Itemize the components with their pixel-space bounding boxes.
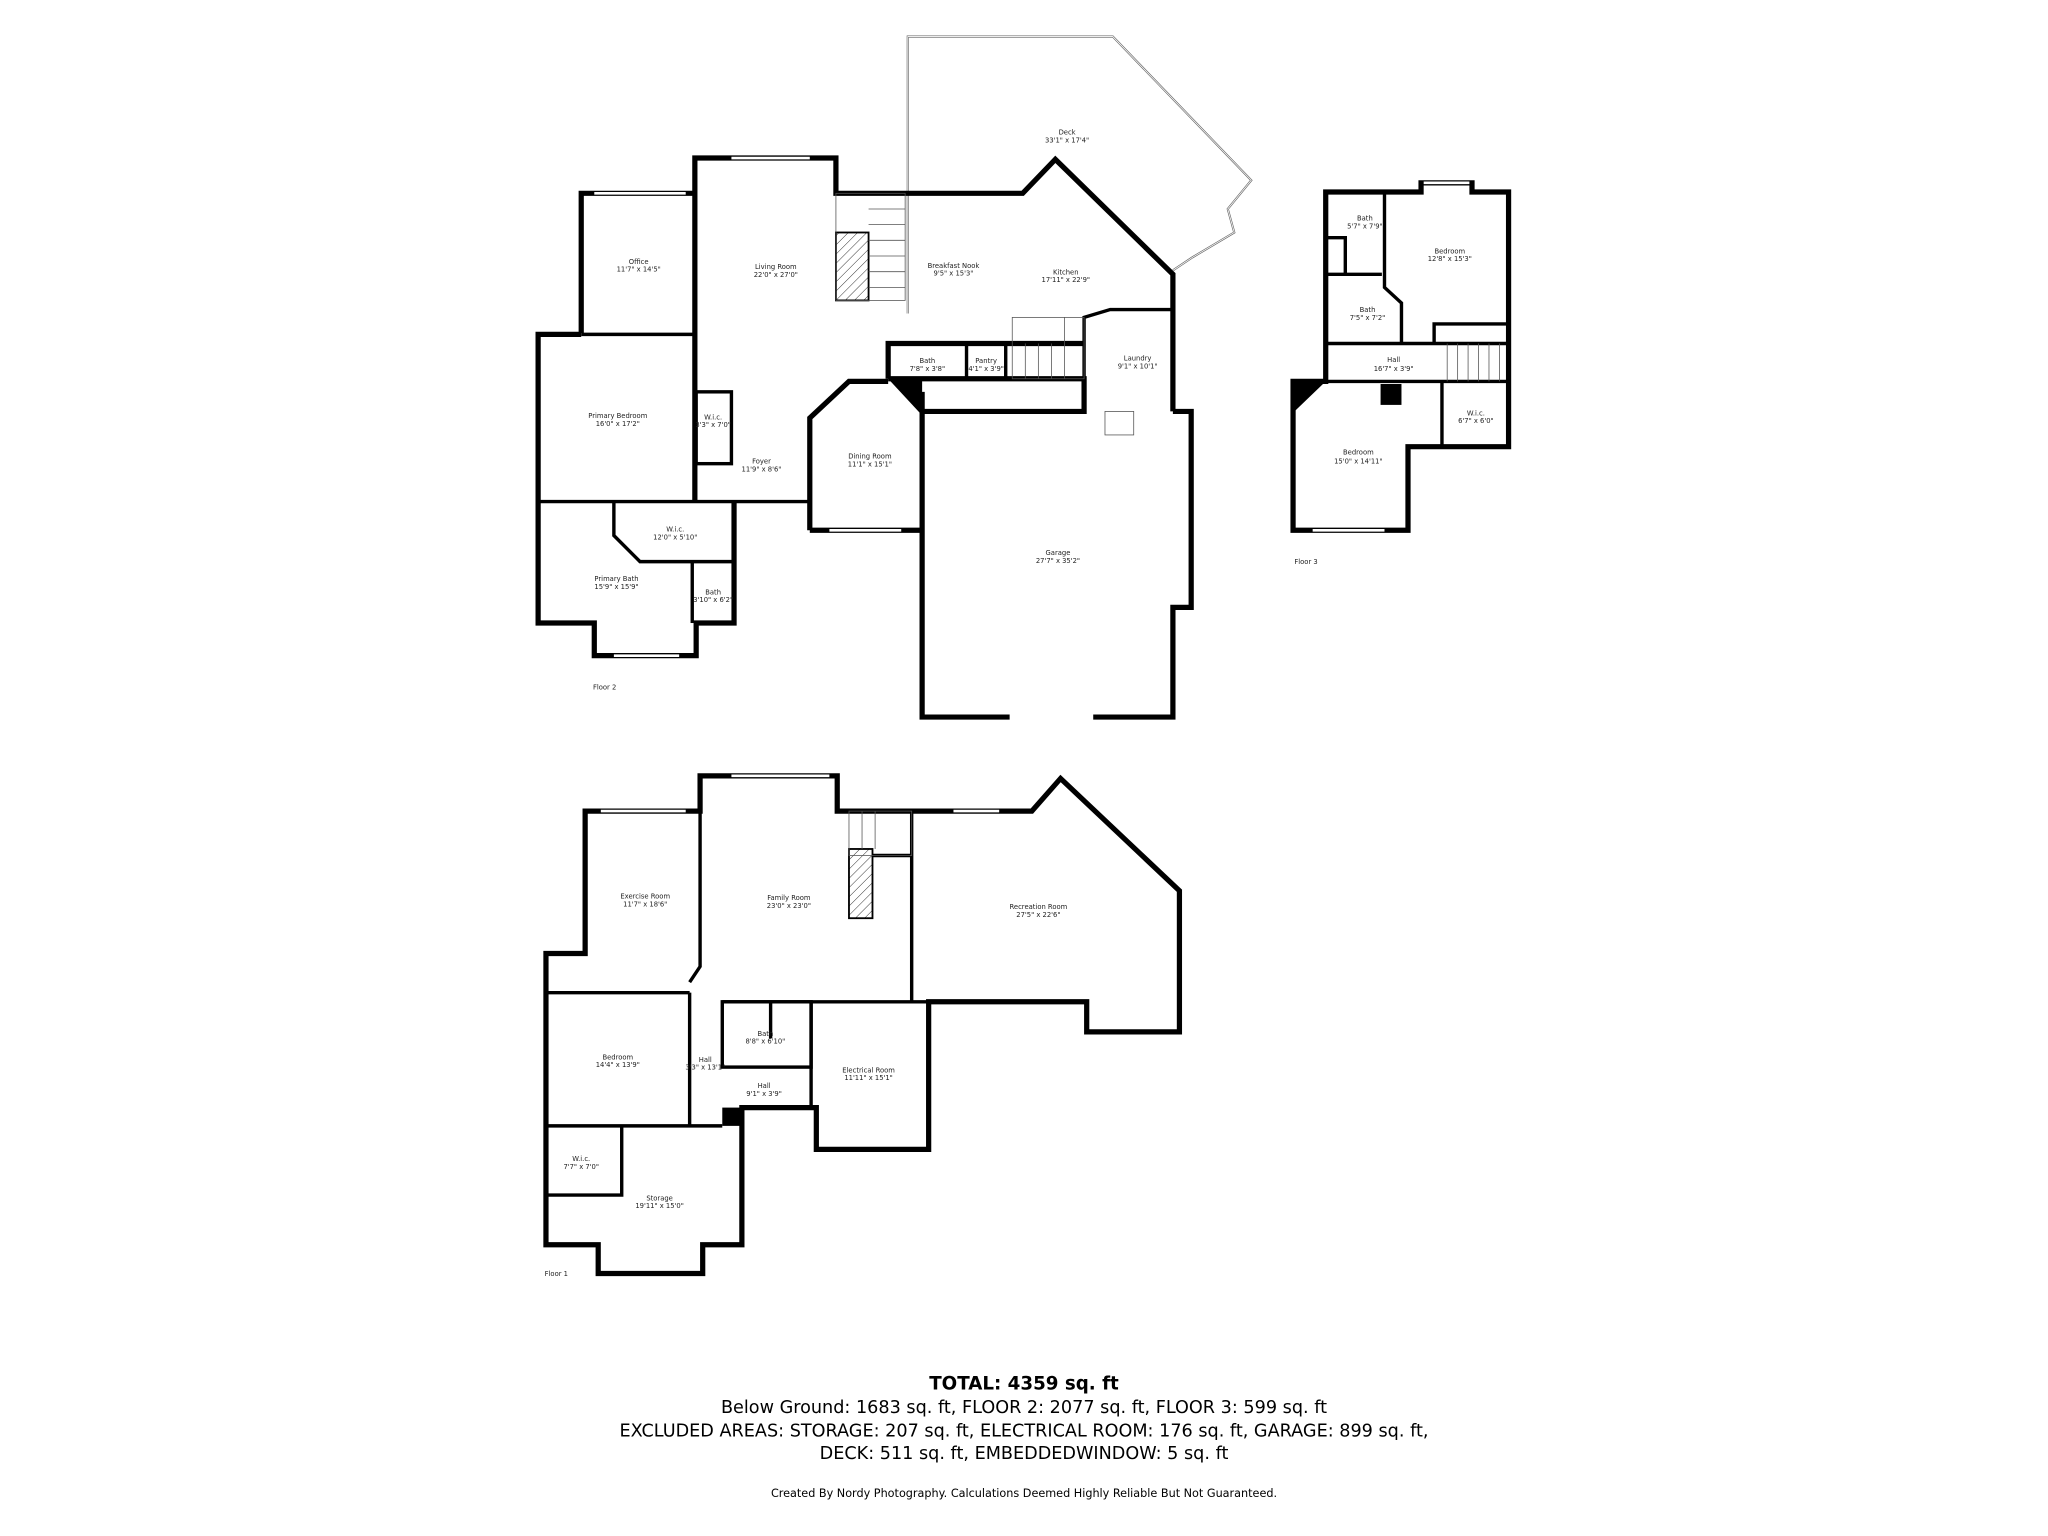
room-dims: 9'1" x 3'9" <box>746 1090 782 1098</box>
stairs <box>1446 343 1500 382</box>
room-dims: 11'9" x 8'6" <box>742 466 782 474</box>
room-name: Bath <box>1357 215 1373 223</box>
room-name: W.i.c. <box>704 413 722 421</box>
floor-1-plan: Exercise Room 11'7" x 18'6" Family Room … <box>543 773 1183 1278</box>
room-name: Bedroom <box>602 1053 633 1061</box>
room-dims: 27'5" x 22'6" <box>1016 911 1060 919</box>
room-dims: 6'7" x 6'0" <box>1458 417 1494 425</box>
room-name: Primary Bath <box>594 575 638 583</box>
room-name: Hall <box>1387 356 1400 364</box>
room-dims: 3'3" x 13'1" <box>685 1064 725 1072</box>
room-dims: 9'5" x 15'3" <box>934 270 974 278</box>
floor-3-plan: Bath 5'7" x 7'9" Bedroom 12'8" x 15'3" B… <box>1290 180 1512 566</box>
room-name: Dining Room <box>848 452 892 460</box>
excluded-areas: EXCLUDED AREAS: STORAGE: 207 sq. ft, ELE… <box>620 1422 1429 1442</box>
room-name: Garage <box>1046 549 1071 557</box>
room-dims: 3'3" x 7'0" <box>695 421 731 429</box>
room-name: Breakfast Nook <box>928 262 980 270</box>
room-name: Bath <box>758 1030 774 1038</box>
room-name: Hall <box>758 1082 771 1090</box>
room-dims: 14'4" x 13'9" <box>596 1061 640 1069</box>
room-dims: 11'7" x 14'5" <box>617 266 661 274</box>
excluded-areas-cont: DECK: 511 sq. ft, EMBEDDEDWINDOW: 5 sq. … <box>820 1444 1229 1464</box>
room-name: Pantry <box>975 357 997 365</box>
room-dims: 12'0" x 5'10" <box>653 533 697 541</box>
room-dims: 27'7" x 35'2" <box>1036 557 1080 565</box>
room-name: Storage <box>646 1194 673 1202</box>
room-dims: 11'11" x 15'1" <box>844 1074 893 1082</box>
stairs <box>848 810 913 856</box>
room-dims: 16'7" x 3'9" <box>1374 365 1414 373</box>
room-dims: 7'5" x 7'2" <box>1350 314 1386 322</box>
room-name: Hall <box>699 1056 712 1064</box>
room-name: Bath <box>1360 306 1376 314</box>
room-dims: 12'8" x 15'3" <box>1428 255 1472 263</box>
room-name: Office <box>629 258 649 266</box>
room-dims: 17'11" x 22'9" <box>1042 276 1091 284</box>
room-dims: 33'1" x 17'4" <box>1045 136 1089 144</box>
room-name: Deck <box>1059 129 1076 137</box>
room-dims: 7'8" x 3'8" <box>910 365 946 373</box>
room-dims: 11'1" x 15'1" <box>848 460 892 468</box>
room-dims: 3'10" x 6'2" <box>693 596 733 604</box>
room-name: Recreation Room <box>1010 903 1068 911</box>
room-name: Exercise Room <box>620 893 670 901</box>
room-dims: 22'0" x 27'0" <box>754 271 798 279</box>
room-dims: 23'0" x 23'0" <box>767 902 811 910</box>
room-dims: 5'7" x 7'9" <box>1347 223 1383 231</box>
room-name: Laundry <box>1124 354 1152 362</box>
room-name: Bedroom <box>1434 247 1465 255</box>
room-name: Primary Bedroom <box>588 412 647 420</box>
floor-2-plan: Deck 33'1" x 17'4" Office 11'7" x 14'5" … <box>535 35 1253 720</box>
room-name: Bath <box>919 357 935 365</box>
room-dims: 15'9" x 15'9" <box>594 583 638 591</box>
deck-outline <box>906 35 1253 314</box>
total-area: TOTAL: 4359 sq. ft <box>929 1374 1119 1395</box>
floor-2-room-labels: Deck 33'1" x 17'4" Office 11'7" x 14'5" … <box>588 129 1157 692</box>
room-dims: 8'8" x 6'10" <box>745 1038 785 1046</box>
room-dims: 16'0" x 17'2" <box>596 420 640 428</box>
room-dims: 4'1" x 3'9" <box>968 365 1004 373</box>
stairs <box>835 192 1135 436</box>
room-name: Family Room <box>767 894 811 902</box>
room-name: W.i.c. <box>666 526 684 534</box>
credit-footer: Created By Nordy Photography. Calculatio… <box>771 1487 1277 1500</box>
room-name: Bath <box>705 588 721 596</box>
room-name: Bedroom <box>1343 449 1374 457</box>
room-name: Foyer <box>752 458 771 466</box>
room-dims: 7'7" x 7'0" <box>563 1163 599 1171</box>
room-name: Electrical Room <box>842 1066 895 1074</box>
room-name: W.i.c. <box>572 1155 590 1163</box>
floor-2-walls <box>535 155 1194 720</box>
room-name: Living Room <box>755 263 797 271</box>
floor-areas: Below Ground: 1683 sq. ft, FLOOR 2: 2077… <box>721 1398 1327 1418</box>
room-dims: 11'7" x 18'6" <box>623 900 667 908</box>
room-dims: 9'1" x 10'1" <box>1118 362 1158 370</box>
floor-label: Floor 1 <box>545 1270 568 1278</box>
room-dims: 15'0" x 14'11" <box>1334 458 1383 466</box>
area-summary: TOTAL: 4359 sq. ft Below Ground: 1683 sq… <box>620 1374 1429 1500</box>
floor-label: Floor 3 <box>1294 558 1317 566</box>
room-dims: 19'11" x 15'0" <box>635 1202 684 1210</box>
room-name: Kitchen <box>1053 268 1079 276</box>
floor-label: Floor 2 <box>593 684 616 692</box>
room-name: W.i.c. <box>1467 409 1485 417</box>
